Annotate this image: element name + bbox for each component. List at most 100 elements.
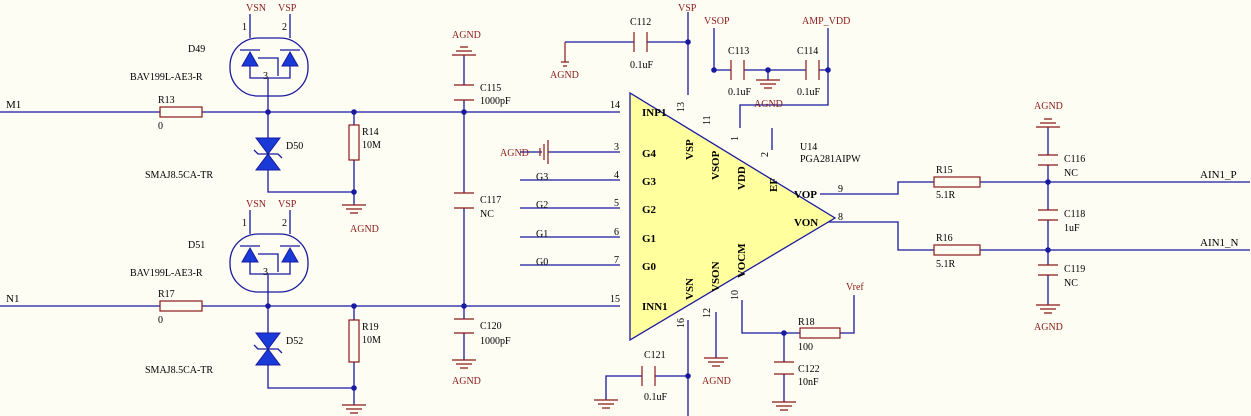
c121-ref: C121: [644, 350, 666, 361]
junction-dot: [351, 189, 357, 195]
pin-label-vsop: VSOP: [710, 150, 722, 180]
net-label-agnd: AGND: [550, 70, 579, 81]
net-label-agnd: AGND: [702, 376, 731, 387]
c114-value: 0.1uF: [797, 87, 821, 98]
pin-label-vdd: VDD: [736, 166, 748, 190]
c118-ref: C118: [1064, 209, 1085, 220]
capacitors: [454, 32, 1058, 386]
u14-part: PGA281AIPW: [800, 154, 861, 165]
pin-number: 2: [282, 218, 287, 229]
c120-ref: C120: [480, 321, 502, 332]
ground-icon: [452, 46, 476, 56]
c113-ref: C113: [728, 46, 749, 57]
pin-number: 7: [614, 255, 619, 266]
diodes: [229, 37, 309, 366]
c112-value: 0.1uF: [630, 60, 654, 71]
capacitor-c114: [805, 60, 820, 80]
net-label-vsp: VSP: [678, 3, 697, 14]
pin-number: 13: [676, 102, 687, 112]
resistor-r15: [933, 176, 981, 188]
resistor-r19: [348, 319, 360, 363]
tvs-diode-d52: [253, 332, 283, 366]
net-label-m1: M1: [6, 99, 21, 111]
pin-number: 9: [838, 184, 843, 195]
junction-dot: [781, 330, 787, 336]
net-label-vsn: VSN: [246, 199, 266, 210]
ground-icon: [756, 79, 780, 89]
ground-icon: [704, 357, 728, 367]
junction-dot: [1045, 247, 1051, 253]
pin-label-vsp: VSP: [684, 139, 696, 160]
r16-value: 5.1R: [936, 259, 956, 270]
net-label-vsop: VSOP: [704, 16, 730, 27]
pin-label-inp1: INP1: [642, 107, 666, 119]
diode-pair-d49: [229, 37, 309, 97]
c121-value: 0.1uF: [644, 392, 668, 403]
pin-number: 6: [614, 227, 619, 238]
d50-part: SMAJ8.5CA-TR: [145, 170, 213, 181]
u14-ref: U14: [800, 142, 817, 153]
net-label-agnd: AGND: [754, 99, 783, 110]
net-label-ain1-p: AIN1_P: [1200, 169, 1237, 181]
c122-value: 10nF: [798, 377, 819, 388]
junction-dot: [351, 303, 357, 309]
resistors: [159, 106, 981, 363]
junction-dots: [265, 39, 1051, 391]
ground-icon: [772, 401, 796, 411]
junction-dot: [685, 373, 691, 379]
net-label-vsn: VSN: [246, 3, 266, 14]
ground-symbols: [342, 42, 1060, 414]
net-label-g2: G2: [536, 200, 548, 211]
net-label-ain1-n: AIN1_N: [1200, 237, 1239, 249]
c116-ref: C116: [1064, 154, 1085, 165]
pin-number: 2: [282, 22, 287, 33]
r18-ref: R18: [798, 317, 815, 328]
capacitor-c116: [1038, 154, 1058, 166]
c122-ref: C122: [798, 364, 820, 375]
capacitor-c118: [1038, 209, 1058, 221]
resistor-r18: [799, 327, 841, 339]
pin-number: 3: [263, 267, 268, 278]
net-label-agnd: AGND: [350, 224, 379, 235]
diode-d51-b: [281, 246, 299, 263]
net-label-g1: G1: [536, 229, 548, 240]
junction-dot: [461, 303, 467, 309]
pin-label-g1: G1: [642, 233, 656, 245]
net-label-agnd: AGND: [452, 376, 481, 387]
net-label-g3: G3: [536, 172, 548, 183]
c117-value: NC: [480, 209, 494, 220]
d50-ref: D50: [286, 141, 303, 152]
ground-icon: [539, 140, 549, 164]
junction-dot: [685, 39, 691, 45]
r18-value: 100: [798, 342, 813, 353]
junction-dot: [765, 67, 771, 73]
junction-dot: [825, 67, 831, 73]
pin-number: 2: [760, 152, 771, 157]
net-label-agnd: AGND: [500, 148, 529, 159]
d49-part: BAV199L-AE3-R: [130, 72, 203, 83]
resistor-r14: [348, 124, 360, 161]
net-label-agnd: AGND: [1034, 322, 1063, 333]
pin-label-ef: EF: [768, 178, 780, 192]
diode-d49-b: [281, 50, 299, 67]
ground-icon: [1036, 118, 1060, 128]
pin-label-g0: G0: [642, 261, 657, 273]
pin-number: 11: [702, 115, 713, 125]
c115-ref: C115: [480, 83, 501, 94]
pin-label-inn1: INN1: [642, 301, 668, 313]
diode-pair-d51: [229, 233, 309, 293]
net-label-vref: Vref: [846, 282, 864, 293]
labels: VSN VSP VSN VSP 1 2 3 1 2 3 M1 N1 D49 BA…: [6, 3, 1239, 403]
pin-number: 10: [730, 290, 741, 300]
net-label-vsp: VSP: [278, 199, 297, 210]
pin-label-vson: VSON: [710, 261, 722, 292]
capacitor-c121: [641, 366, 656, 386]
c120-value: 1000pF: [480, 336, 511, 347]
junction-dot: [1045, 179, 1051, 185]
net-label-n1: N1: [6, 293, 19, 305]
r15-ref: R15: [936, 165, 953, 176]
net-label-vsp: VSP: [278, 3, 297, 14]
pin-label-vop: VOP: [794, 189, 817, 201]
c118-value: 1uF: [1064, 223, 1080, 234]
